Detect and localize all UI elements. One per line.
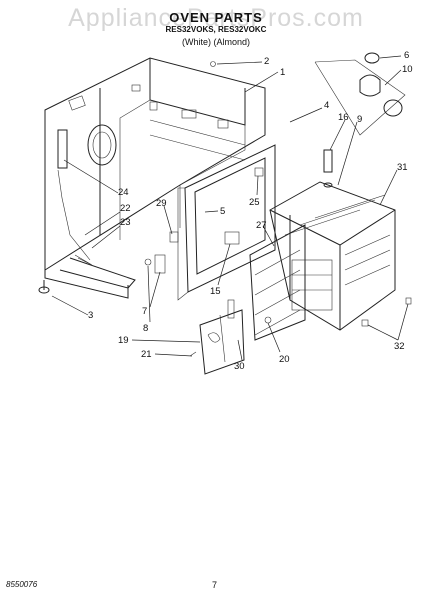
small-parts: [38, 61, 412, 327]
latch-bracket: [189, 299, 272, 375]
callout-10: 10: [402, 64, 413, 75]
callout-numbers: 2 1 3 4 5 6 7 8 9 10 15 16 19 20 21 22 2…: [88, 50, 413, 372]
callout-24: 24: [118, 187, 129, 198]
document-number: 8550076: [6, 580, 38, 589]
callout-7: 7: [142, 306, 147, 317]
leader-lines: [51, 55, 409, 361]
callout-1: 1: [280, 67, 285, 78]
callout-16: 16: [338, 112, 349, 123]
callout-20: 20: [279, 354, 290, 365]
page-number: 7: [212, 580, 218, 590]
oven-racks: [249, 181, 396, 341]
callout-9: 9: [357, 114, 362, 125]
diagram-title: OVEN PARTS: [169, 10, 263, 25]
watermark: AppliancePartsPros.com: [68, 4, 364, 32]
front-frame: [177, 144, 276, 301]
color-variants: (White) (Almond): [181, 37, 250, 47]
callout-21: 21: [141, 349, 152, 360]
model-numbers: RES32VOKS, RES32VOKC: [165, 25, 267, 34]
callout-15: 15: [210, 286, 221, 297]
callout-27: 27: [256, 220, 267, 231]
callout-5: 5: [220, 206, 225, 217]
callout-8: 8: [143, 323, 148, 334]
callout-32: 32: [394, 341, 405, 352]
callout-3: 3: [88, 310, 93, 321]
oven-cabinet: [44, 57, 266, 299]
callout-23: 23: [120, 217, 131, 228]
callout-22: 22: [120, 203, 131, 214]
fan-disc-assembly: [57, 124, 117, 261]
callout-31: 31: [397, 162, 408, 173]
callout-6: 6: [404, 50, 409, 61]
callout-19: 19: [118, 335, 129, 346]
callout-29: 29: [156, 198, 167, 209]
callout-30: 30: [234, 361, 245, 372]
light-assembly: [314, 52, 406, 136]
callout-4: 4: [324, 100, 329, 111]
callout-2: 2: [264, 56, 269, 67]
callout-25: 25: [249, 197, 260, 208]
